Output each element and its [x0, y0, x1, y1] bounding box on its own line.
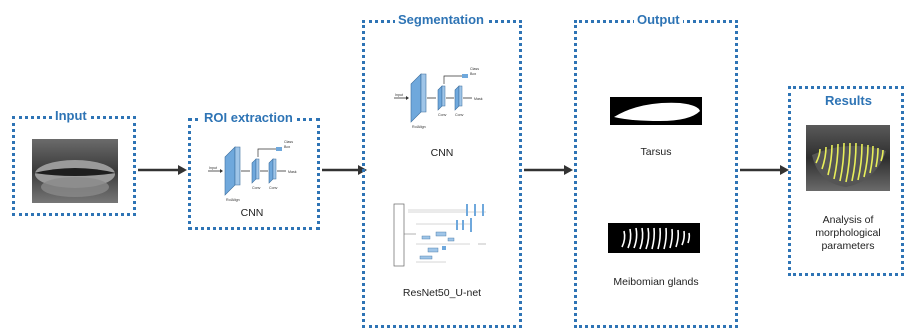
results-label-line1: Analysis of	[822, 214, 874, 226]
svg-text:RoIAlign: RoIAlign	[226, 198, 240, 202]
svg-text:Class: Class	[470, 67, 479, 71]
tarsus-label: Tarsus	[640, 146, 672, 158]
results-analysis-label: Analysis of morphological parameters	[806, 214, 890, 253]
svg-text:Input: Input	[395, 93, 403, 97]
svg-text:Conv: Conv	[269, 186, 278, 190]
input-stage-title: Input	[52, 108, 90, 123]
meibomian-glands-label: Meibomian glands	[613, 276, 699, 288]
svg-text:Box: Box	[284, 145, 290, 149]
svg-text:Conv: Conv	[252, 186, 261, 190]
roi-stage-title: ROI extraction	[201, 110, 296, 125]
resnet50-unet-label: ResNet50_U-net	[402, 287, 482, 299]
segmentation-stage-title: Segmentation	[395, 12, 487, 27]
svg-text:Input: Input	[209, 166, 217, 170]
svg-text:RoIAlign: RoIAlign	[412, 125, 426, 129]
svg-text:Conv: Conv	[455, 113, 464, 117]
svg-text:Class: Class	[284, 140, 293, 144]
svg-text:Conv: Conv	[438, 113, 447, 117]
segmentation-cnn-diagram: Input RoIAlign Conv Conv Class Box Mask	[394, 67, 483, 129]
roi-cnn-label: CNN	[240, 207, 264, 219]
svg-text:Mask: Mask	[288, 170, 297, 174]
meibomian-glands-mask-image	[608, 223, 700, 253]
results-label-line3: parameters	[821, 240, 875, 252]
svg-text:Mask: Mask	[474, 97, 483, 101]
segmentation-cnn-label: CNN	[430, 147, 454, 159]
results-stage-title: Results	[822, 93, 875, 108]
arrow-segmentation-to-output	[524, 165, 573, 175]
svg-text:Box: Box	[470, 72, 476, 76]
tarsus-mask-image	[610, 97, 702, 125]
arrow-output-to-results	[740, 165, 789, 175]
roi-cnn-diagram: Input RoIAlign Conv Conv Class Box Mask	[208, 140, 297, 202]
arrow-input-to-roi	[138, 165, 187, 175]
resnet50-unet-diagram	[393, 203, 486, 267]
results-label-line2: morphological	[815, 227, 881, 239]
input-eye-image	[32, 139, 118, 203]
output-stage-title: Output	[634, 12, 683, 27]
results-annotated-eye-image	[806, 125, 890, 191]
results-stage-box	[788, 86, 904, 276]
